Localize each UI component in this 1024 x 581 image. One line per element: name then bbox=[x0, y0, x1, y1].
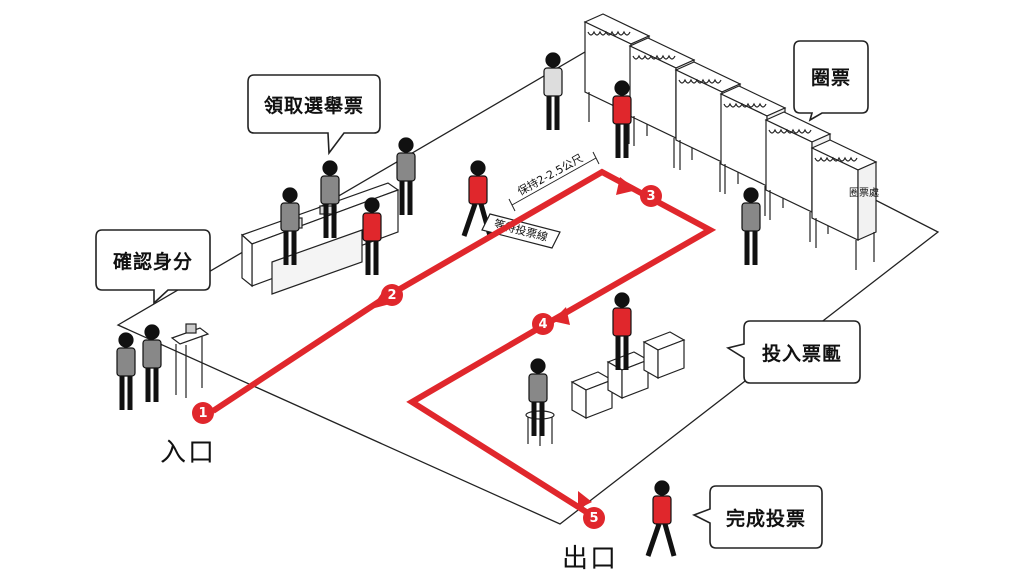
person bbox=[396, 137, 416, 215]
callout-mark: 圈票 bbox=[790, 38, 872, 122]
voting-booths bbox=[583, 13, 878, 270]
ballot-boxes bbox=[570, 331, 686, 420]
booth-sign-text: 圈票處 bbox=[849, 186, 879, 199]
callout-cast: 投入票匭 bbox=[724, 318, 864, 388]
person bbox=[280, 187, 300, 265]
people bbox=[116, 52, 761, 557]
mark-text: 圈票 bbox=[810, 66, 851, 89]
person bbox=[645, 480, 677, 557]
callout-confirm-id: 確認身分 bbox=[92, 227, 214, 307]
step-3-marker: 3 bbox=[640, 185, 662, 207]
booth-sign: 圈票處 bbox=[849, 186, 879, 199]
person bbox=[612, 80, 632, 158]
id-check-desk bbox=[170, 323, 210, 398]
callout-get-ballot: 領取選舉票 bbox=[244, 72, 384, 160]
voting-booth bbox=[810, 139, 878, 270]
person bbox=[612, 292, 632, 370]
step-2-marker: 2 bbox=[381, 284, 403, 306]
person bbox=[543, 52, 563, 130]
person bbox=[362, 197, 382, 275]
floor-outline bbox=[116, 51, 940, 525]
get-ballot-text: 領取選舉票 bbox=[263, 94, 364, 117]
step-5-marker: 5 bbox=[583, 507, 605, 529]
entrance-label: 入口 bbox=[160, 438, 217, 468]
cast-text: 投入票匭 bbox=[761, 342, 842, 365]
person bbox=[320, 160, 340, 238]
confirm-id-text: 確認身分 bbox=[112, 250, 193, 273]
callout-done: 完成投票 bbox=[690, 483, 826, 553]
step-1-marker: 1 bbox=[192, 402, 214, 424]
person bbox=[528, 358, 548, 436]
person bbox=[741, 187, 761, 265]
exit-label: 出口 bbox=[562, 544, 619, 574]
person bbox=[142, 324, 162, 402]
person bbox=[461, 160, 493, 237]
person bbox=[116, 332, 136, 410]
done-text: 完成投票 bbox=[725, 507, 806, 530]
step-4-marker: 4 bbox=[532, 313, 554, 335]
